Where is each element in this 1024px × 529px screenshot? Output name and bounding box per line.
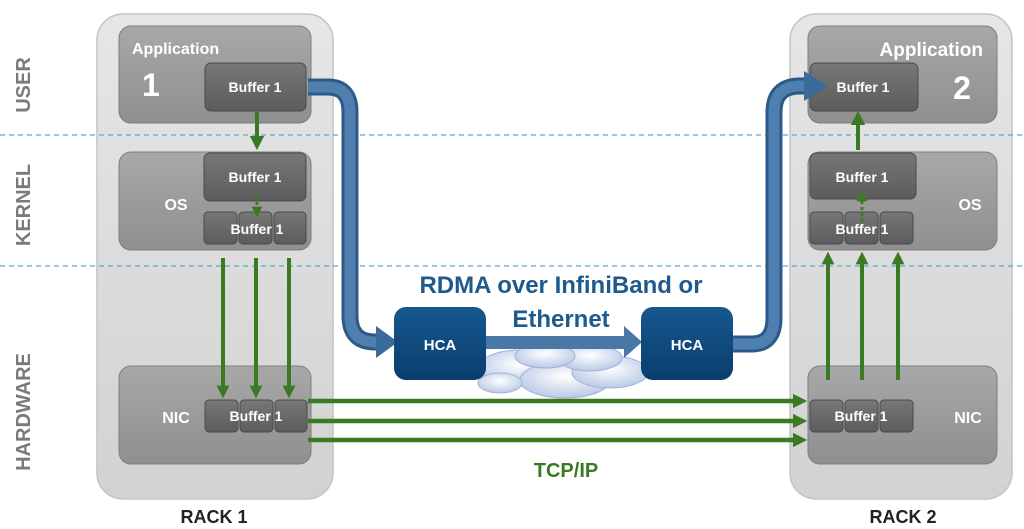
- rack1-nic-buffer-seg-b: [239, 399, 274, 433]
- hca-right-label: HCA: [671, 337, 704, 354]
- rack2-os-buffer-top-label: Buffer 1: [836, 169, 889, 185]
- rack1-label: RACK 1: [180, 507, 247, 527]
- rdma-pipe-left-arrowhead: [376, 326, 398, 358]
- rack2-os-buffer-seg-c: [879, 211, 914, 245]
- hca-left-label: HCA: [424, 337, 457, 354]
- rack1-os-buffer-top-label: Buffer 1: [229, 169, 282, 185]
- rack2-app-buffer-label: Buffer 1: [837, 79, 890, 95]
- hca-right-box: [641, 307, 733, 380]
- rack2-application-number: 2: [953, 70, 971, 106]
- tcp-ip-label: TCP/IP: [534, 460, 598, 482]
- rack2-application-label: Application: [880, 40, 983, 61]
- network-cloud: [477, 343, 649, 399]
- rack2-nic-buffer-seg-c: [879, 399, 914, 433]
- rack1-nic-buffer-seg-c: [274, 399, 308, 433]
- rack2-nic-buffer-seg-a: [809, 399, 844, 433]
- rack2-os-label: OS: [958, 197, 981, 214]
- rack1-os-buffer-bottom-label: Buffer 1: [231, 221, 284, 237]
- rack1-os-buffer-seg-a: [203, 211, 238, 245]
- rack2-nic-label: NIC: [954, 410, 982, 427]
- rack1-nic-label: NIC: [162, 410, 190, 427]
- rdma-pipe-right-arrowhead: [804, 71, 828, 101]
- hca-link-bar: [486, 336, 626, 349]
- rack1-nic-buffer-seg-a: [204, 399, 239, 433]
- rack1-os-buffer-top: [203, 152, 307, 202]
- layer-label-user: USER: [13, 57, 35, 113]
- rack2-nic-buffer-label: Buffer 1: [835, 408, 888, 424]
- layer-label-kernel: KERNEL: [13, 164, 35, 246]
- rack2-nic-buffer-seg-b: [844, 399, 879, 433]
- rack2-label: RACK 2: [869, 507, 936, 527]
- layer-label-hardware: HARDWARE: [13, 353, 35, 471]
- rack1-app-buffer-label: Buffer 1: [229, 79, 282, 95]
- rack1-os-buffer-seg-c: [273, 211, 307, 245]
- rack1-application-label: Application: [132, 41, 219, 58]
- rack2-os-buffer-seg-a: [809, 211, 844, 245]
- hca-link-arrowhead: [624, 326, 642, 358]
- hca-left-box: [394, 307, 486, 380]
- rdma-title-line2: Ethernet: [512, 306, 609, 333]
- rack2-os-buffer-bottom-label: Buffer 1: [836, 221, 889, 237]
- rack2-os-buffer-seg-b: [844, 211, 879, 245]
- rack1-app-buffer: [204, 62, 307, 112]
- rack1-application-number: 1: [142, 67, 160, 103]
- rdma-title-line1: RDMA over InfiniBand or: [419, 272, 702, 299]
- rack1-nic-buffer-label: Buffer 1: [230, 408, 283, 424]
- rack1-os-label: OS: [164, 197, 187, 214]
